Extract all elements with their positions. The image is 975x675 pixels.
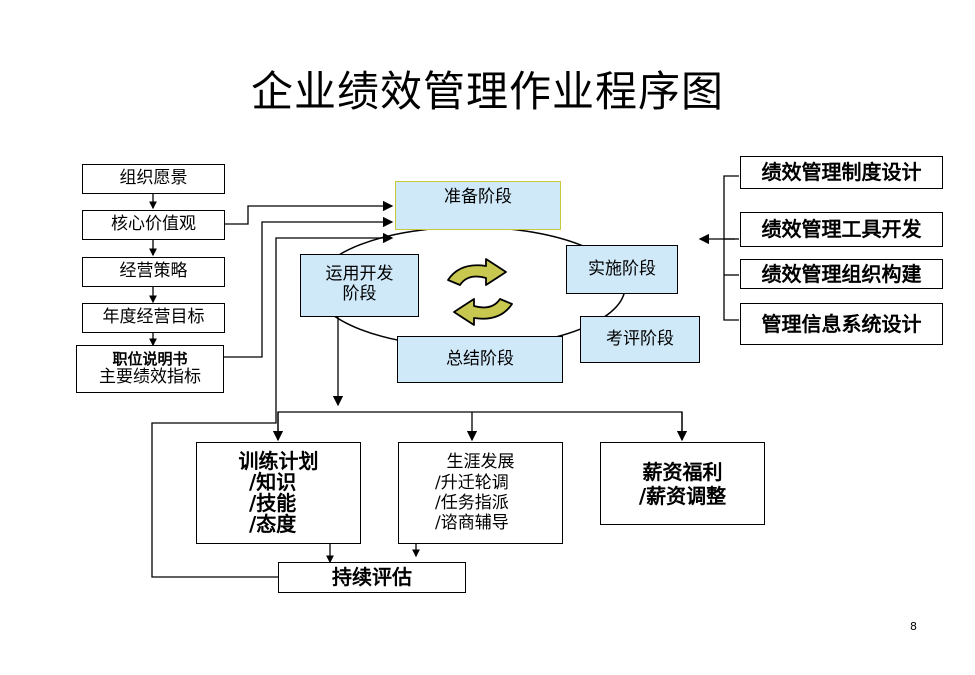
page-title: 企业绩效管理作业程序图 — [250, 67, 724, 116]
job-description-box: 职位说明书 主要绩效指标 — [76, 345, 224, 393]
stage-apply-label-2: 阶段 — [342, 283, 377, 304]
stage-evaluate: 考评阶段 — [580, 316, 700, 363]
career-dev-box: 生涯发展 /升迁轮调 /任务指派 /谘商辅导 — [398, 442, 563, 544]
circular-arrows-icon — [447, 258, 513, 326]
vision-box: 组织愿景 — [82, 164, 225, 194]
pay-line-2: /薪资调整 — [638, 483, 727, 508]
training-line-3: /技能 — [249, 491, 297, 515]
kpi-label: 主要绩效指标 — [99, 366, 201, 387]
tool-dev-label: 绩效管理工具开发 — [761, 217, 922, 241]
stage-summary-label: 总结阶段 — [446, 348, 514, 369]
stage-apply-develop: 运用开发 阶段 — [300, 254, 419, 317]
mis-design-label: 管理信息系统设计 — [761, 311, 922, 336]
tool-dev-box: 绩效管理工具开发 — [740, 212, 943, 247]
system-design-box: 绩效管理制度设计 — [740, 156, 943, 189]
stage-prepare-label: 准备阶段 — [444, 187, 512, 207]
training-line-2: /知识 — [249, 470, 297, 494]
mis-design-box: 管理信息系统设计 — [740, 303, 943, 345]
stage-apply-label-1: 运用开发 — [325, 264, 394, 284]
career-line-3: /任务指派 — [435, 493, 509, 513]
strategy-box: 经营策略 — [82, 257, 225, 287]
stage-summary: 总结阶段 — [397, 336, 563, 383]
stage-implement: 实施阶段 — [566, 245, 678, 294]
pay-line-1: 薪资福利 — [642, 459, 723, 484]
stage-evaluate-label: 考评阶段 — [606, 328, 674, 349]
career-line-2: /升迁轮调 — [435, 472, 509, 493]
training-plan-box: 训练计划 /知识 /技能 /态度 — [196, 442, 361, 544]
system-design-label: 绩效管理制度设计 — [761, 160, 922, 184]
training-line-1: 训练计划 — [238, 449, 319, 473]
continuous-eval-box: 持续评估 — [278, 562, 466, 593]
org-build-label: 绩效管理组织构建 — [761, 261, 922, 286]
annual-goals-label: 年度经营目标 — [102, 307, 205, 328]
org-build-box: 绩效管理组织构建 — [740, 259, 943, 289]
strategy-label: 经营策略 — [119, 261, 188, 282]
training-line-4: /态度 — [249, 512, 297, 536]
stage-prepare: 准备阶段 — [395, 181, 561, 230]
core-values-box: 核心价值观 — [82, 210, 225, 240]
stage-implement-label: 实施阶段 — [588, 258, 656, 279]
vision-label: 组织愿景 — [119, 168, 188, 189]
continuous-eval-label: 持续评估 — [332, 565, 412, 589]
page-number: 8 — [910, 620, 917, 633]
core-values-label: 核心价值观 — [111, 214, 196, 235]
career-line-1: 生涯发展 — [446, 452, 515, 473]
pay-benefits-box: 薪资福利 /薪资调整 — [600, 442, 765, 525]
annual-goals-box: 年度经营目标 — [82, 303, 225, 333]
career-line-4: /谘商辅导 — [435, 513, 509, 534]
job-description-label: 职位说明书 — [112, 349, 188, 368]
